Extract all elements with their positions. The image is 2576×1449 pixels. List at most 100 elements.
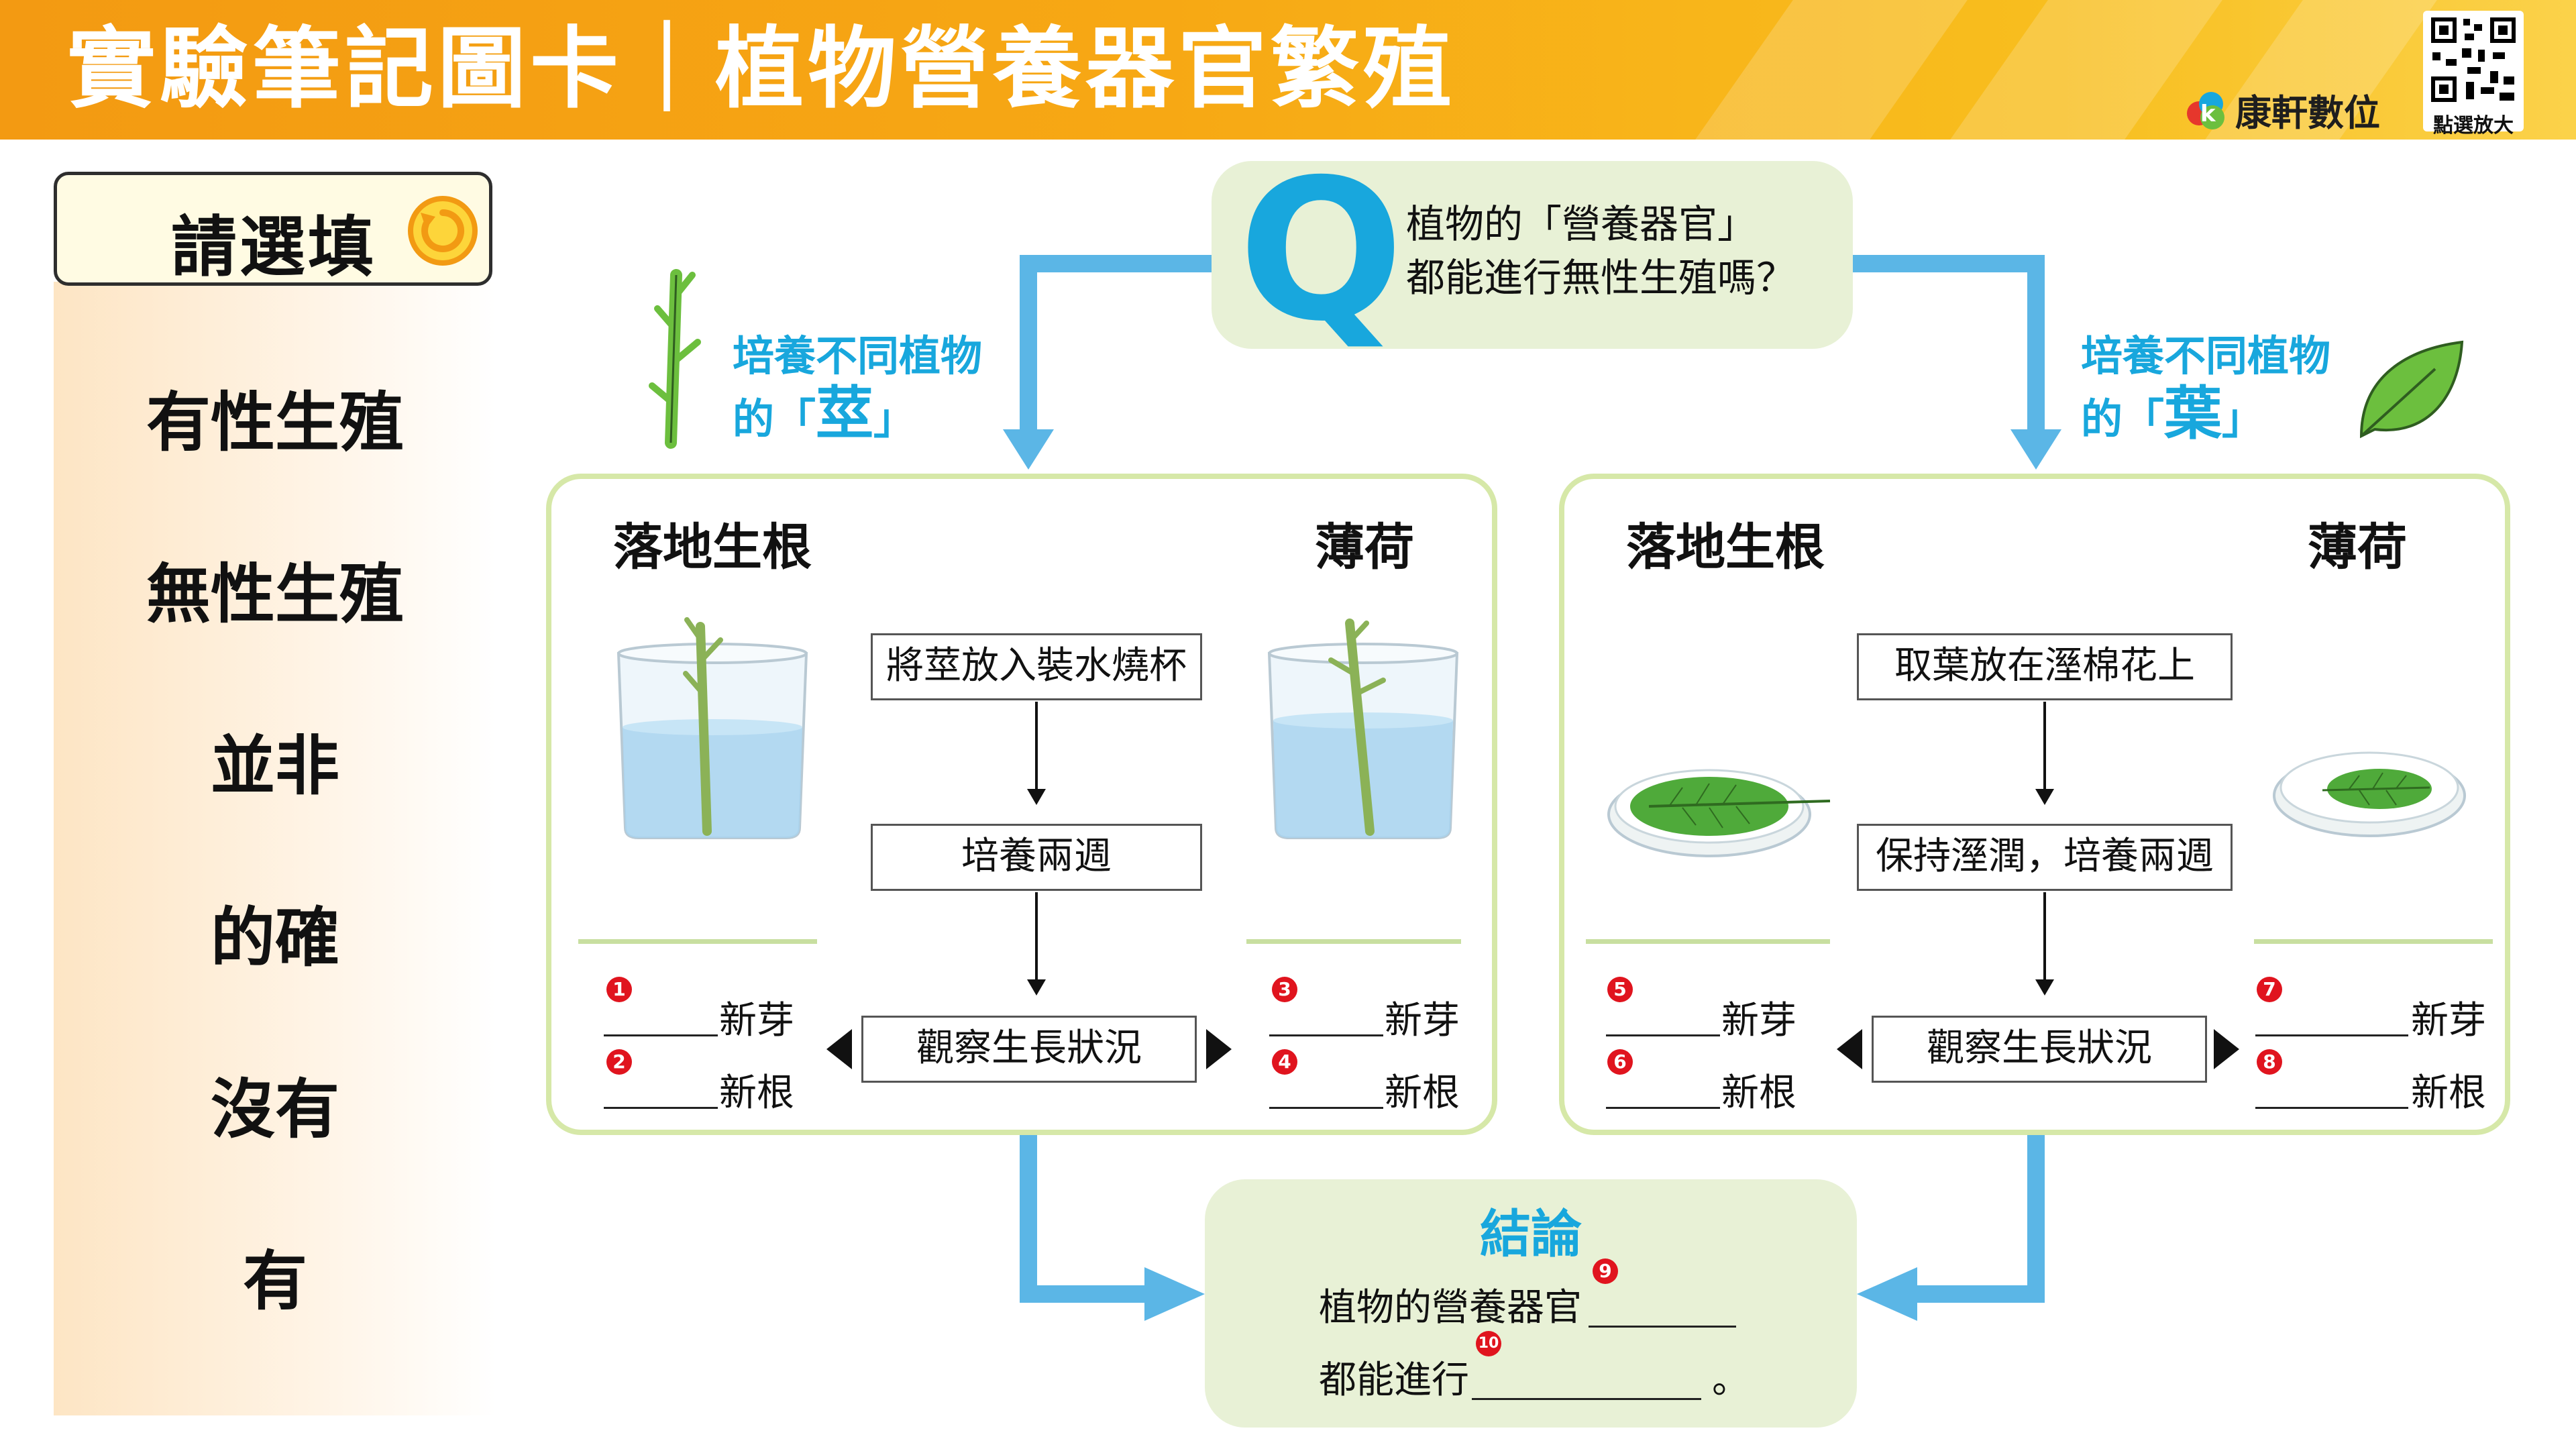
blank-1[interactable] [604,1034,718,1036]
stem-step-2: 培養兩週 [871,824,1202,891]
brand[interactable]: k 康軒數位 [2184,86,2380,134]
option-sexual-reproduction[interactable]: 有性生殖 [146,385,404,460]
conclusion-line-1: 植物的營養器官 [1319,1286,1582,1330]
blank-badge-4: 4 [1272,1049,1297,1075]
leaf-step-3: 觀察生長狀況 [1872,1016,2207,1083]
connector-bottom-left-v [1020,1135,1037,1303]
stem-a-root-label: 新根 [719,1071,794,1115]
leaf-culture-word: 葉 [2164,380,2222,447]
connector-top-right-h [1850,255,2045,272]
blank-3[interactable] [1269,1034,1383,1036]
blank-8[interactable] [2255,1107,2408,1109]
beaker-stem-a-illustration [616,617,808,839]
blank-9[interactable] [1589,1326,1736,1328]
blank-10[interactable] [1472,1398,1701,1400]
arrow-to-conclusion-left [1144,1267,1205,1321]
leaf-left-pointer [1837,1029,1862,1069]
blank-5[interactable] [1606,1034,1720,1036]
blank-4[interactable] [1269,1107,1383,1109]
leaf-a-root-label: 新根 [1721,1071,1796,1115]
leaf-step-arrow-1 [2035,702,2054,805]
stem-culture-prefix: 的「 [733,394,816,443]
option-indeed[interactable]: 的確 [211,900,339,975]
option-none[interactable]: 沒有 [211,1072,339,1147]
leaf-plant-b-label: 薄荷 [2308,519,2407,576]
qr-zoom-button[interactable]: 點選放大 [2423,11,2524,138]
leaf-plant-a-label: 落地生根 [1626,519,1825,576]
option-asexual-reproduction[interactable]: 無性生殖 [146,557,404,632]
arrow-to-leaf-panel [2010,429,2061,470]
blank-badge-8: 8 [2257,1049,2282,1075]
petri-leaf-a-illustration [1607,769,1831,857]
options-heading: 請選填 [171,209,377,286]
leaf-experiment-panel: 落地生根 薄荷 取葉放在溼棉花上 保持溼潤，培養兩週 觀察生長狀況 5 新芽 6… [1559,474,2510,1135]
question-text: 植物的「營養器官」 都能進行無性生殖嗎？ [1406,197,1795,305]
stem-left-pointer [826,1029,852,1069]
connector-bottom-right-h [1912,1285,2045,1303]
option-have[interactable]: 有 [243,1244,307,1319]
blank-badge-9: 9 [1593,1258,1618,1284]
stem-step-1: 將莖放入裝水燒杯 [871,633,1202,700]
options-header[interactable]: 請選填 [54,172,492,286]
stem-culture-word: 莖 [816,380,874,447]
stem-step-arrow-1 [1027,702,1046,805]
page-title: 實驗筆記圖卡｜植物營養器官繁殖 [67,17,1456,121]
blank-badge-6: 6 [1607,1049,1633,1075]
blank-badge-2: 2 [606,1049,632,1075]
stem-culture-line1: 培養不同植物 [733,331,983,380]
header-bar [0,0,2576,140]
svg-text:k: k [2200,101,2216,127]
conclusion-box: 結論 植物的營養器官 9 都能進行 10 。 [1205,1179,1857,1428]
stem-a-shoot-label: 新芽 [719,999,794,1042]
leaf-b-divider [2254,939,2493,944]
stem-plant-b-label: 薄荷 [1315,519,1414,576]
question-line-2: 都能進行無性生殖嗎？ [1406,255,1796,301]
blank-2[interactable] [604,1107,718,1109]
leaf-a-shoot-label: 新芽 [1721,999,1796,1042]
stem-right-pointer [1206,1029,1232,1069]
options-panel [54,282,496,1415]
question-letter: Q [1238,138,1404,364]
connector-top-left-v [1020,255,1037,436]
leaf-a-divider [1586,939,1830,944]
connector-bottom-right-v [2027,1135,2045,1303]
stem-step-3: 觀察生長狀況 [861,1016,1197,1083]
connector-bottom-left-h [1020,1285,1154,1303]
stem-experiment-panel: 落地生根 薄荷 將莖放入裝水燒杯 培養兩週 觀察生長狀況 1 新芽 2 新根 3… [546,474,1497,1135]
arrow-to-conclusion-right [1857,1267,1917,1321]
stem-culture-suffix: 」 [873,394,916,443]
blank-badge-3: 3 [1272,977,1297,1002]
refresh-icon[interactable] [406,194,480,268]
blank-badge-5: 5 [1607,977,1633,1002]
conclusion-period: 。 [1712,1358,1750,1402]
qr-label: 點選放大 [2433,114,2514,138]
leaf-step-1: 取葉放在溼棉花上 [1857,633,2233,700]
blank-badge-10: 10 [1476,1331,1501,1356]
leaf-right-pointer [2214,1029,2239,1069]
leaf-step-2: 保持溼潤，培養兩週 [1857,824,2233,891]
connector-top-right-v [2027,255,2045,436]
stem-b-shoot-label: 新芽 [1385,999,1460,1042]
blank-6[interactable] [1606,1107,1720,1109]
question-box: Q 植物的「營養器官」 都能進行無性生殖嗎？ [1212,154,1853,349]
leaf-culture-suffix: 」 [2222,394,2264,443]
leaf-b-shoot-label: 新芽 [2411,999,2486,1042]
conclusion-title: 結論 [1480,1204,1582,1264]
stem-a-divider [578,939,817,944]
stem-plant-a-label: 落地生根 [613,519,812,576]
leaf-step-arrow-2 [2035,892,2054,996]
leaf-culture-prefix: 的「 [2081,394,2165,443]
question-line-1: 植物的「營養器官」 [1406,201,1757,247]
option-not[interactable]: 並非 [211,729,339,804]
stem-culture-label: 培養不同植物 的「莖」 [733,327,982,448]
blank-7[interactable] [2255,1034,2408,1036]
qr-code-icon [2428,15,2518,105]
connector-top-left-h [1020,255,1214,272]
stem-step-arrow-2 [1027,892,1046,996]
brand-logo-icon: k [2187,92,2224,129]
brand-name: 康軒數位 [2235,91,2380,134]
leaf-b-root-label: 新根 [2411,1071,2486,1115]
leaf-culture-label: 培養不同植物 的「葉」 [2081,327,2330,448]
conclusion-line-2: 都能進行 [1319,1358,1469,1402]
leaf-icon [2359,340,2464,439]
